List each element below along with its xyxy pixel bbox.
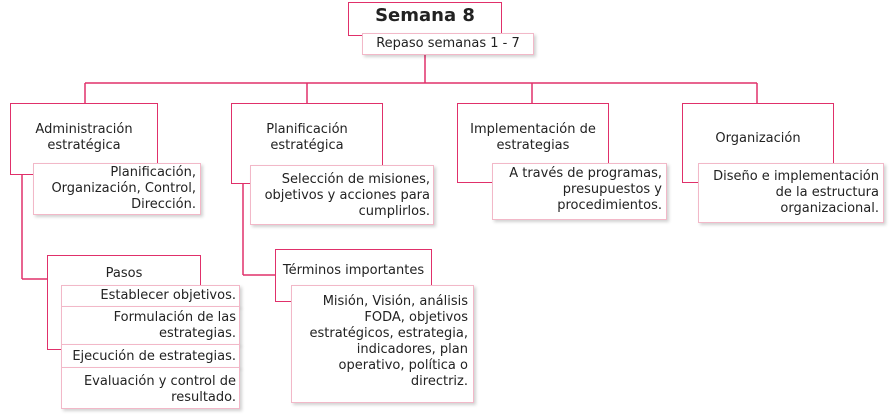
- pasos-heading: Pasos: [105, 266, 143, 281]
- terminos-heading: Términos importantes: [282, 263, 425, 278]
- admin-heading: Administración estratégica: [35, 122, 133, 153]
- organizacion-detail: Diseño e implementación de la estructura…: [713, 169, 879, 216]
- pasos-step-3-card: [61, 344, 240, 368]
- terminos-detail-card: [291, 285, 474, 403]
- implementacion-detail-card: [492, 163, 667, 220]
- terminos-detail: Misión, Visión, análisis FODA, objetivos…: [309, 294, 468, 389]
- root-subtitle-card: [362, 33, 534, 55]
- pasos-step-1: Establecer objetivos.: [100, 288, 236, 303]
- planificacion-heading: Planificación estratégica: [266, 122, 348, 153]
- pasos-step-2: Formulación de las estrategias.: [113, 310, 236, 341]
- admin-detail-card: [33, 163, 201, 215]
- planificacion-detail: Selección de misiones, objetivos y accio…: [264, 172, 430, 219]
- root-subtitle: Repaso semanas 1 - 7: [376, 36, 520, 51]
- implementacion-detail: A través de programas, presupuestos y pr…: [509, 166, 662, 213]
- admin-detail: Planificación, Organización, Control, Di…: [51, 165, 196, 212]
- pasos-step-3: Ejecución de estrategias.: [72, 349, 236, 364]
- implementacion-heading: Implementación de estrategias: [470, 122, 596, 153]
- pasos-step-4-card: [61, 367, 240, 409]
- root-title: Semana 8: [375, 5, 475, 26]
- planificacion-detail-card: [250, 165, 434, 225]
- organizacion-detail-card: [698, 163, 884, 223]
- pasos-step-4: Evaluación y control de resultado.: [83, 374, 236, 405]
- organizacion-heading: Organización: [715, 131, 801, 146]
